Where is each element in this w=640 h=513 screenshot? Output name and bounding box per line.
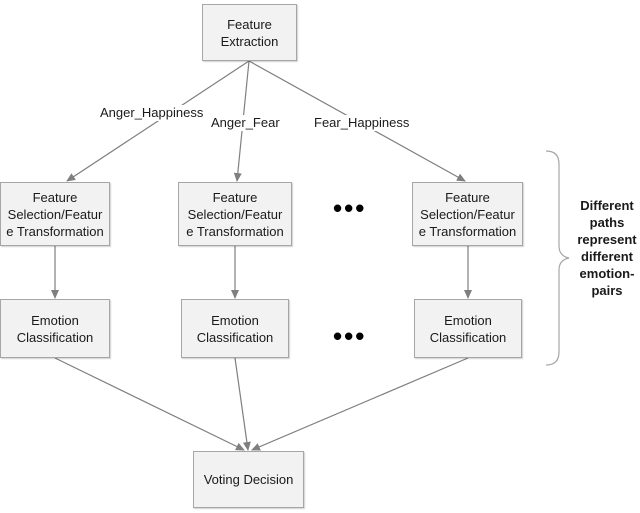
- arrow-classification-3-to-voting: [251, 357, 469, 451]
- feature-selection-box-1: Feature Selection/Featur e Transformatio…: [0, 182, 110, 246]
- feature-extraction-box: Feature Extraction: [202, 4, 297, 61]
- arrow-classification-2-to-voting: [234, 357, 251, 451]
- ellipsis-row-1: •••: [333, 193, 367, 223]
- arrow-classification-1-to-voting: [54, 357, 245, 451]
- edge-label-fear-happiness: Fear_Happiness: [313, 115, 411, 131]
- edge-label-anger-fear: Anger_Fear: [210, 115, 281, 131]
- feature-selection-box-3: Feature Selection/Featur e Transformatio…: [412, 182, 523, 246]
- feature-selection-box-2: Feature Selection/Featur e Transformatio…: [178, 182, 292, 246]
- emotion-classification-box-2: Emotion Classification: [181, 299, 289, 358]
- emotion-classification-box-1: Emotion Classification: [0, 299, 110, 358]
- ellipsis-row-2: •••: [333, 321, 367, 351]
- grouping-brace: [545, 150, 570, 366]
- emotion-classification-box-3: Emotion Classification: [414, 299, 522, 358]
- voting-decision-box: Voting Decision: [193, 451, 304, 508]
- paths-annotation: Different paths represent different emot…: [577, 198, 637, 298]
- arrow-extraction-to-selection-1: [66, 60, 250, 182]
- edge-label-anger-happiness: Anger_Happiness: [99, 105, 205, 121]
